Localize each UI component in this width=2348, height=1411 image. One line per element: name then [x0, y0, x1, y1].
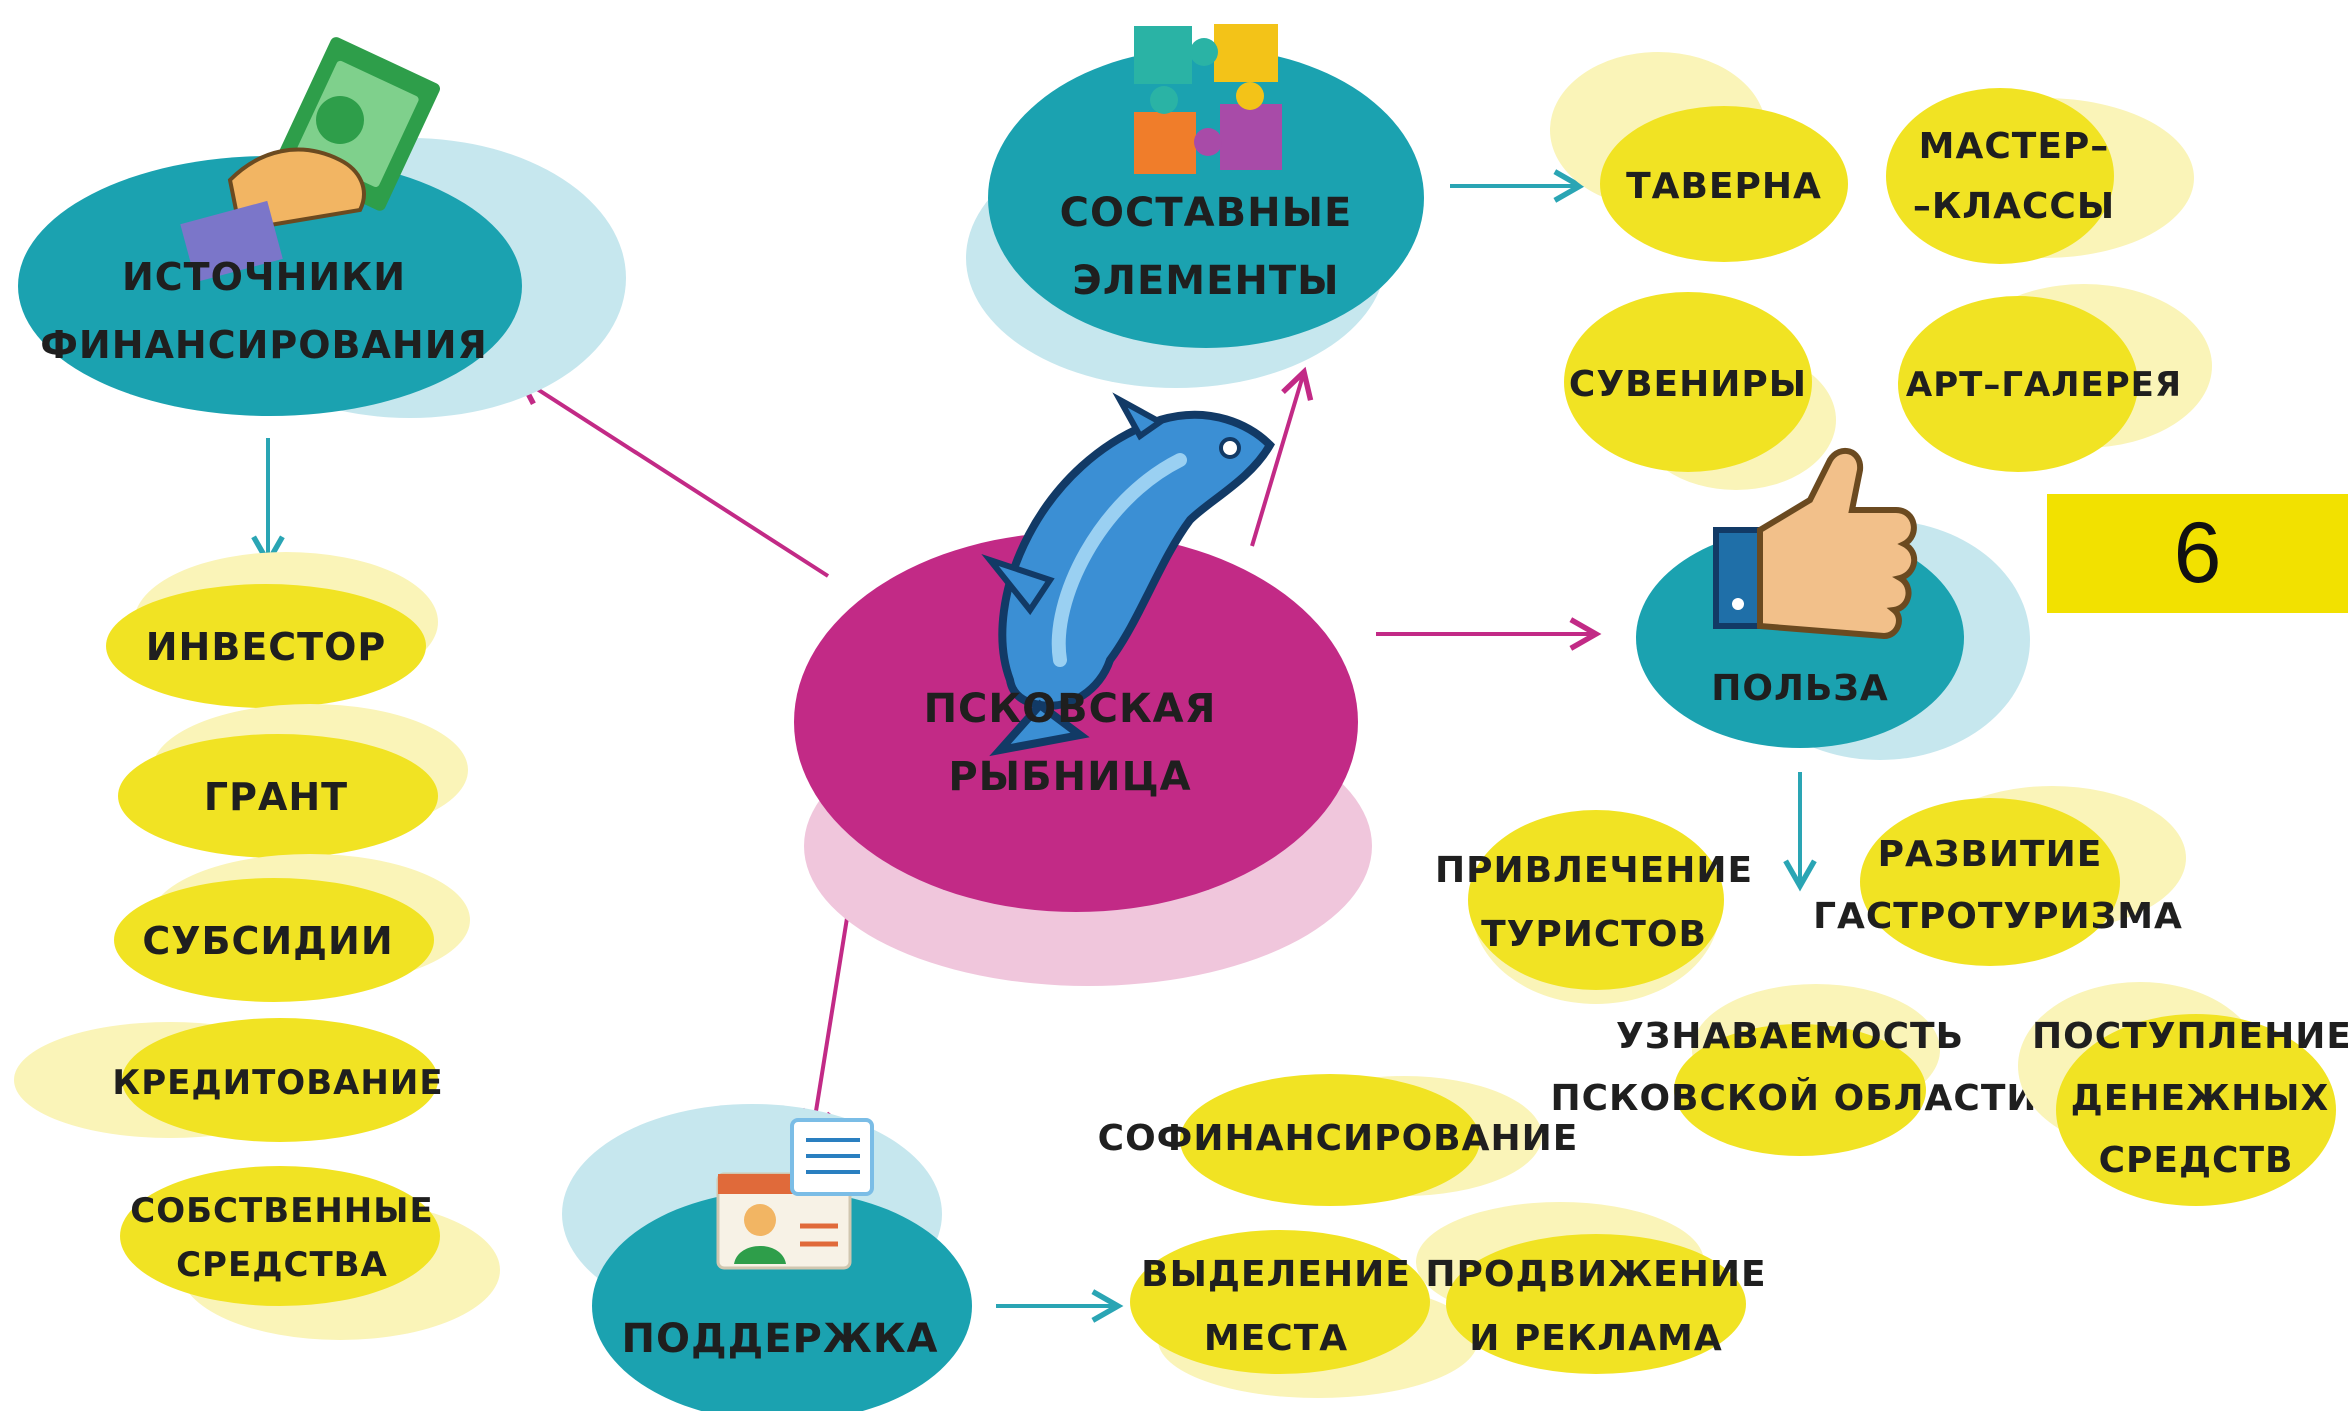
page-number-badge: 6	[2047, 494, 2348, 613]
components-item-art-gallery: АРТ–ГАЛЕРЕЯ	[1898, 284, 2212, 472]
benefit-item-money-inflow: ПОСТУПЛЕНИЕ ДЕНЕЖНЫХ СРЕДСТВ	[2018, 982, 2348, 1206]
arrow-center-to-components	[1250, 366, 1314, 547]
components-title-line2: ЭЛЕМЕНТЫ	[1072, 258, 1339, 304]
benefit-item-label-line3: СРЕДСТВ	[2099, 1140, 2294, 1181]
funding-title-line1: ИСТОЧНИКИ	[122, 255, 406, 299]
components-item-label: АРТ–ГАЛЕРЕЯ	[1906, 365, 2182, 405]
funding-item-own-funds: СОБСТВЕННЫЕ СРЕДСТВА	[120, 1166, 500, 1340]
benefit-title: ПОЛЬЗА	[1711, 668, 1889, 709]
components-node: СОСТАВНЫЕ ЭЛЕМЕНТЫ	[966, 24, 1424, 388]
support-item-label-line2: И РЕКЛАМА	[1469, 1318, 1723, 1359]
support-item-cofinancing: СОФИНАНСИРОВАНИЕ	[1098, 1074, 1579, 1206]
arrow-center-to-funding	[515, 375, 830, 578]
page-number: 6	[2173, 505, 2222, 601]
benefit-item-gastrotourism: РАЗВИТИЕ ГАСТРОТУРИЗМА	[1813, 786, 2186, 966]
benefit-item-label-line1: ПРИВЛЕЧЕНИЕ	[1435, 850, 1753, 891]
benefit-item-recognition: УЗНАВАЕМОСТЬ ПСКОВСКОЙ ОБЛАСТИ	[1550, 984, 2037, 1156]
benefit-item-label-line2: ГАСТРОТУРИЗМА	[1813, 896, 2183, 937]
funding-item-grant: ГРАНТ	[118, 704, 468, 858]
support-item-label-line1: ПРОДВИЖЕНИЕ	[1425, 1254, 1766, 1295]
funding-node: ИСТОЧНИКИ ФИНАНСИРОВАНИЯ	[18, 37, 626, 418]
benefit-item-label-line2: ТУРИСТОВ	[1481, 914, 1707, 955]
benefit-item-label-line2: ПСКОВСКОЙ ОБЛАСТИ	[1550, 1077, 2037, 1119]
funding-item-label-line1: СОБСТВЕННЫЕ	[130, 1191, 433, 1231]
benefit-node: ПОЛЬЗА	[1636, 447, 2030, 760]
funding-title-line2: ФИНАНСИРОВАНИЯ	[40, 323, 488, 367]
components-title-line1: СОСТАВНЫЕ	[1060, 190, 1353, 236]
profile-card-icon	[716, 1118, 874, 1270]
funding-item-label: КРЕДИТОВАНИЕ	[112, 1063, 443, 1103]
components-item-label-line2: –КЛАССЫ	[1913, 186, 2115, 227]
funding-item-subsidies: СУБСИДИИ	[114, 854, 470, 1002]
components-item-label: СУВЕНИРЫ	[1569, 364, 1807, 405]
components-item-label: ТАВЕРНА	[1626, 166, 1822, 207]
support-item-promotion: ПРОДВИЖЕНИЕ И РЕКЛАМА	[1416, 1202, 1766, 1374]
thumbs-up-icon	[1713, 447, 1917, 640]
benefit-item-label-line2: ДЕНЕЖНЫХ	[2071, 1078, 2330, 1119]
funding-item-label: ГРАНТ	[204, 775, 348, 819]
benefit-item-label-line1: УЗНАВАЕМОСТЬ	[1616, 1016, 1964, 1057]
puzzle-icon	[1134, 24, 1282, 174]
money-hand-icon	[180, 37, 440, 283]
benefit-item-tourists: ПРИВЛЕЧЕНИЕ ТУРИСТОВ	[1435, 810, 1753, 1004]
benefit-item-label-line1: РАЗВИТИЕ	[1878, 834, 2103, 875]
funding-item-crediting: КРЕДИТОВАНИЕ	[14, 1018, 443, 1142]
center-label-line2: РЫБНИЦА	[948, 754, 1191, 800]
support-item-label: СОФИНАНСИРОВАНИЕ	[1098, 1118, 1579, 1159]
components-item-label-line1: МАСТЕР–	[1919, 126, 2110, 167]
support-title: ПОДДЕРЖКА	[622, 1316, 939, 1362]
components-item-tavern: ТАВЕРНА	[1550, 52, 1848, 262]
support-item-allocation: ВЫДЕЛЕНИЕ МЕСТА	[1130, 1230, 1478, 1398]
components-item-souvenirs: СУВЕНИРЫ	[1564, 292, 1836, 490]
center-node: ПСКОВСКАЯ РЫБНИЦА	[794, 392, 1372, 986]
support-item-label-line2: МЕСТА	[1204, 1318, 1348, 1359]
center-label-line1: ПСКОВСКАЯ	[924, 686, 1217, 732]
components-item-master-classes: МАСТЕР– –КЛАССЫ	[1886, 88, 2194, 264]
support-item-label-line1: ВЫДЕЛЕНИЕ	[1141, 1254, 1411, 1295]
funding-item-label: ИНВЕСТОР	[146, 625, 387, 669]
funding-item-label-line2: СРЕДСТВА	[176, 1245, 388, 1285]
funding-item-label: СУБСИДИИ	[142, 919, 393, 963]
benefit-item-label-line1: ПОСТУПЛЕНИЕ	[2032, 1016, 2348, 1057]
fish-icon	[981, 392, 1275, 757]
funding-item-investor: ИНВЕСТОР	[106, 552, 438, 708]
support-node: ПОДДЕРЖКА	[562, 1104, 972, 1411]
